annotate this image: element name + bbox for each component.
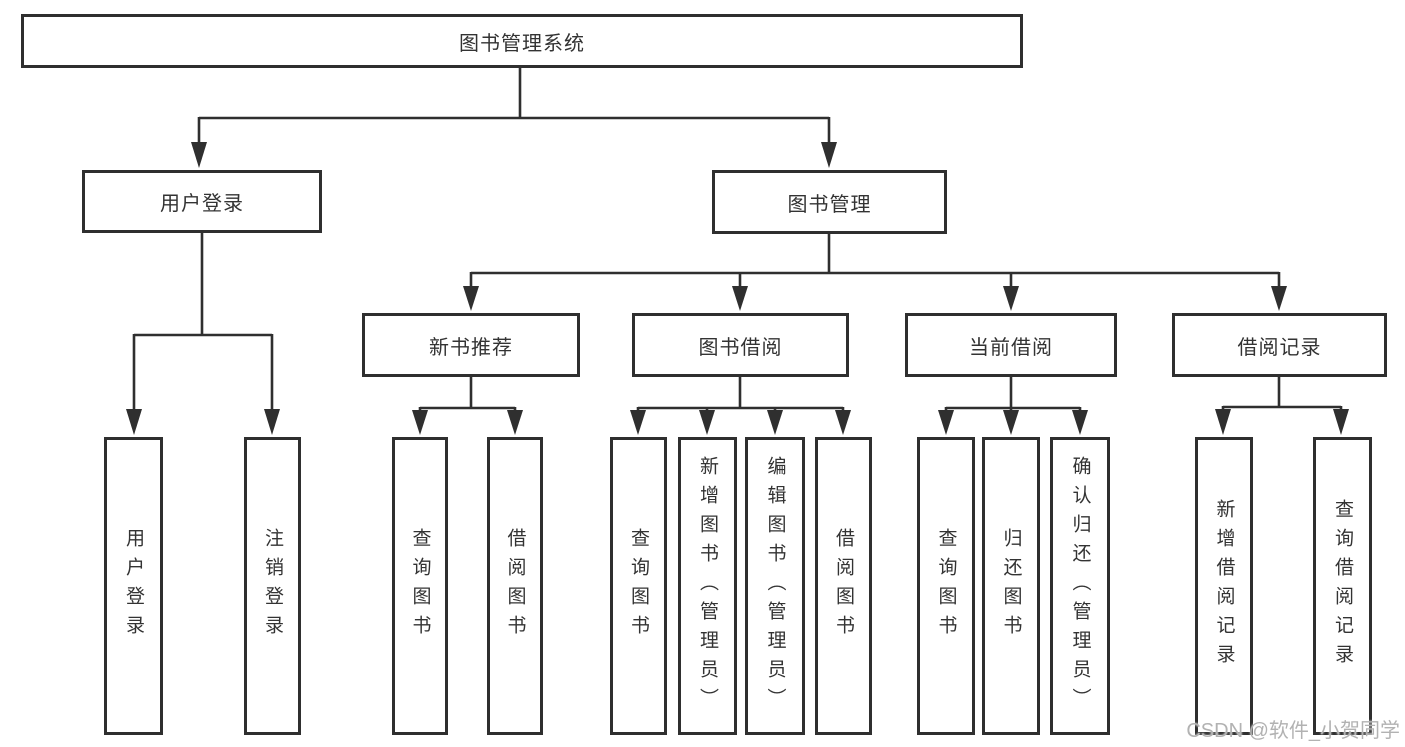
leaf-label: 归还图书 [1000, 528, 1022, 644]
leaf-query-books-recommendation: 查询图书 [392, 437, 448, 735]
leaf-borrow-books: 借阅图书 [815, 437, 872, 735]
node-current-borrowing: 当前借阅 [905, 313, 1117, 377]
leaf-label: 用户登录 [123, 528, 144, 644]
leaf-return-books: 归还图书 [982, 437, 1040, 735]
node-label: 图书借阅 [698, 336, 783, 359]
leaf-add-books-admin: 新增图书（管理员） [678, 437, 737, 735]
leaf-confirm-return-admin: 确认归还（管理员） [1050, 437, 1110, 735]
leaf-query-books-current: 查询图书 [917, 437, 975, 735]
csdn-watermark: CSDN @软件_小贺同学 [1186, 720, 1400, 742]
leaf-label: 编辑图书（管理员） [764, 455, 786, 717]
leaf-user-login: 用户登录 [104, 437, 163, 735]
leaf-label: 确认归还（管理员） [1069, 455, 1091, 717]
leaf-label: 新增图书（管理员） [697, 455, 718, 717]
node-borrowing-records: 借阅记录 [1172, 313, 1387, 377]
node-label: 新书推荐 [429, 336, 513, 359]
leaf-label: 新增借阅记录 [1213, 499, 1235, 673]
leaf-label: 注销登录 [262, 528, 283, 644]
leaf-label: 借阅图书 [833, 528, 854, 644]
node-label: 图书管理系统 [459, 32, 585, 55]
node-new-book-recommendation: 新书推荐 [362, 313, 580, 377]
leaf-label: 查询图书 [409, 528, 431, 644]
node-label: 当前借阅 [969, 336, 1053, 359]
node-book-borrowing: 图书借阅 [632, 313, 849, 377]
node-user-login: 用户登录 [82, 170, 322, 233]
leaf-logout: 注销登录 [244, 437, 301, 735]
leaf-label: 查询图书 [935, 528, 957, 644]
node-label: 借阅记录 [1237, 336, 1322, 359]
leaf-edit-books-admin: 编辑图书（管理员） [745, 437, 805, 735]
leaf-query-books-borrowing: 查询图书 [610, 437, 667, 735]
node-library-management-system: 图书管理系统 [21, 14, 1023, 68]
leaf-borrow-books-recommendation: 借阅图书 [487, 437, 543, 735]
leaf-label: 查询图书 [628, 528, 649, 644]
node-label: 用户登录 [160, 193, 244, 215]
leaf-label: 查询借阅记录 [1332, 499, 1353, 673]
node-label: 图书管理 [787, 193, 872, 216]
leaf-add-borrow-record: 新增借阅记录 [1195, 437, 1253, 735]
leaf-label: 借阅图书 [504, 528, 526, 644]
leaf-query-borrow-record: 查询借阅记录 [1313, 437, 1372, 735]
node-book-management: 图书管理 [712, 170, 947, 234]
